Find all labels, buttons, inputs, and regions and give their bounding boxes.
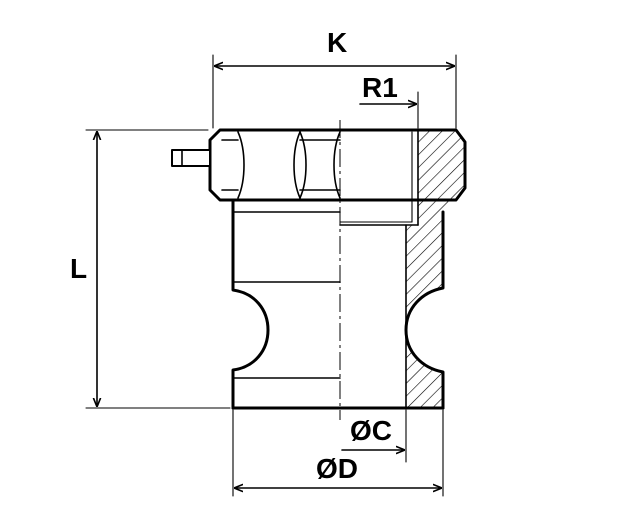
dimension-r1 [359, 91, 419, 129]
body-steps [232, 211, 341, 379]
dimension-c [341, 409, 407, 463]
dimension-l [85, 129, 231, 409]
dimension-d [232, 409, 444, 497]
hex-nut-facets [221, 131, 341, 199]
locking-pin [171, 149, 211, 167]
dimension-k-label: K [327, 27, 347, 58]
thread-detail [339, 131, 413, 223]
dimension-d-label: ØD [316, 453, 358, 484]
dimension-r1-label: R1 [362, 72, 398, 103]
dimension-c-label: ØC [350, 415, 392, 446]
dimension-k [212, 54, 457, 129]
dimension-l-label: L [70, 253, 87, 284]
hatched-section-upper [406, 130, 465, 408]
